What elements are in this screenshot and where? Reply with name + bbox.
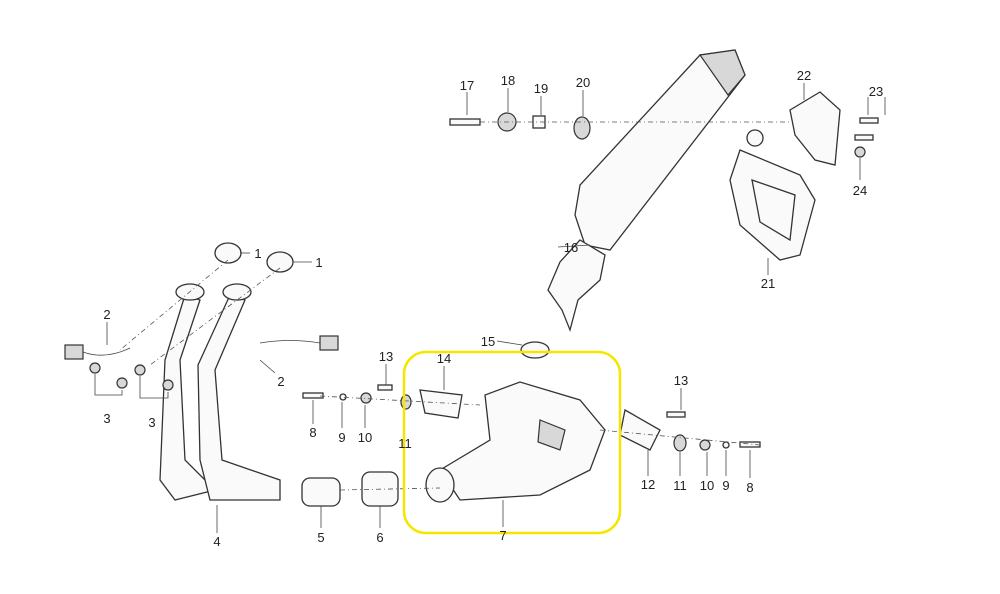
callout-12: 12: [641, 477, 655, 492]
callout-16: 16: [564, 240, 578, 255]
callout-1: 1: [315, 255, 322, 270]
oxygen-sensor-part[interactable]: [64, 335, 339, 360]
mount-hardware[interactable]: [449, 112, 879, 158]
callout-9: 9: [722, 478, 729, 493]
callout-labels: 1 1 2 2 3 3 4 5 6 7 8 8 9 9 10 10 11 11 …: [103, 68, 883, 549]
callout-1: 1: [254, 246, 261, 261]
callout-5: 5: [317, 530, 324, 545]
gasket-part[interactable]: [266, 251, 294, 273]
heat-shield-part[interactable]: [729, 129, 816, 261]
callout-2: 2: [277, 374, 284, 389]
callout-21: 21: [761, 276, 775, 291]
callout-15: 15: [481, 334, 495, 349]
callout-3: 3: [103, 411, 110, 426]
callout-14: 14: [437, 351, 451, 366]
callout-13: 13: [379, 349, 393, 364]
callout-22: 22: [797, 68, 811, 83]
bracket-part[interactable]: [419, 389, 463, 419]
callout-18: 18: [501, 73, 515, 88]
callout-20: 20: [576, 75, 590, 90]
pre-muffler-part[interactable]: [425, 381, 606, 503]
callout-24: 24: [853, 183, 867, 198]
callout-8: 8: [746, 480, 753, 495]
highlight-box: [402, 350, 622, 535]
clamp-part[interactable]: [520, 341, 550, 359]
leader-lines: [94, 83, 886, 533]
callout-19: 19: [534, 81, 548, 96]
callout-11: 11: [398, 436, 412, 451]
sleeve-part[interactable]: [301, 477, 341, 507]
callout-11: 11: [673, 478, 687, 493]
callout-8: 8: [309, 425, 316, 440]
callout-2: 2: [103, 307, 110, 322]
callout-17: 17: [460, 78, 474, 93]
fastener-parts[interactable]: [302, 384, 761, 452]
callout-13: 13: [674, 373, 688, 388]
bracket-part[interactable]: [789, 91, 841, 166]
callout-10: 10: [358, 430, 372, 445]
callout-3: 3: [148, 415, 155, 430]
callout-23: 23: [869, 84, 883, 99]
callout-10: 10: [700, 478, 714, 493]
header-pipes-part[interactable]: [159, 283, 281, 501]
bracket-part[interactable]: [619, 408, 661, 451]
callout-4: 4: [213, 534, 220, 549]
nut-parts[interactable]: [89, 362, 174, 391]
muffler-part[interactable]: [547, 49, 746, 333]
callout-9: 9: [338, 430, 345, 445]
callout-6: 6: [376, 530, 383, 545]
callout-7: 7: [499, 528, 506, 543]
